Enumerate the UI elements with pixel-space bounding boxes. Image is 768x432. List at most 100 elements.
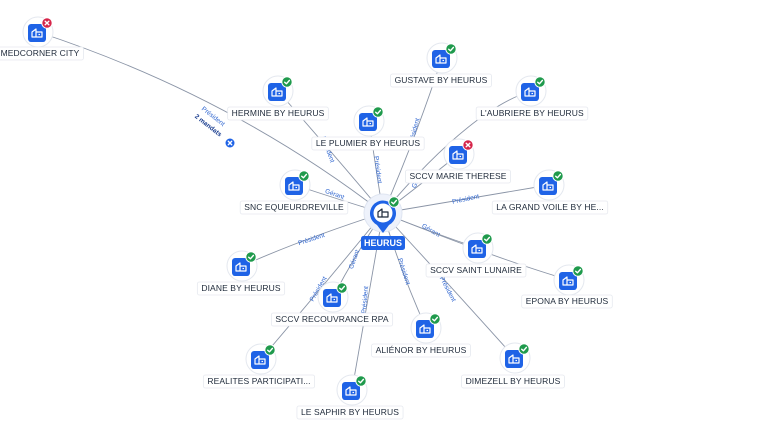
nodes-layer: MEDCORNER CITY GUSTAVE BY HEURUS HERMINE B…: [0, 16, 613, 420]
edge-line: [382, 90, 532, 214]
building-icon: [539, 177, 557, 195]
inactive-x-icon: [41, 17, 53, 29]
building-icon: [28, 24, 46, 42]
active-check-icon: [245, 251, 257, 263]
node-label[interactable]: LE PLUMIER BY HEURUS: [311, 136, 425, 151]
edge-label: Président: [297, 232, 325, 247]
node-gustave[interactable]: GUSTAVE BY HEURUS: [390, 42, 492, 88]
building-icon: [268, 83, 286, 101]
node-label[interactable]: LA GRAND VOILE BY HE...: [491, 200, 609, 215]
building-icon: [521, 83, 539, 101]
building-icon: [359, 113, 377, 131]
node-label-text: DIANE BY HEURUS: [201, 283, 281, 293]
node-label[interactable]: DIANE BY HEURUS: [196, 281, 286, 296]
edge-label: Président: [361, 286, 370, 314]
active-check-icon: [429, 313, 441, 325]
node-label[interactable]: SCCV SAINT LUNAIRE: [425, 263, 527, 278]
edge-label: Président: [452, 193, 481, 206]
node-label-text: REALITES PARTICIPATI...: [207, 376, 310, 386]
node-dimezell[interactable]: DIMEZELL BY HEURUS: [461, 342, 565, 389]
node-equeurdreville[interactable]: SNC EQUEURDREVILLE: [239, 169, 349, 215]
edge-label: Gérant: [420, 223, 441, 239]
node-label[interactable]: SNC EQUEURDREVILLE: [239, 200, 349, 215]
node-label-text: LE SAPHIR BY HEURUS: [301, 407, 399, 417]
edge-label: Gérant: [348, 249, 361, 270]
active-check-icon: [534, 76, 546, 88]
active-check-icon: [552, 170, 564, 182]
center-node[interactable]: HEURUS: [361, 193, 405, 250]
active-check-icon: [298, 170, 310, 182]
node-label-text: MEDCORNER CITY: [1, 48, 80, 58]
node-label[interactable]: SCCV RECOUVRANCE RPA: [270, 312, 394, 327]
edge-label: Gérant: [324, 188, 345, 201]
building-icon: [323, 289, 341, 307]
node-label-text: LA GRAND VOILE BY HE...: [496, 202, 604, 212]
node-label[interactable]: HERMINE BY HEURUS: [227, 106, 329, 121]
node-recouvrance[interactable]: SCCV RECOUVRANCE RPA: [270, 281, 394, 327]
node-saphir[interactable]: LE SAPHIR BY HEURUS: [296, 374, 404, 420]
node-label[interactable]: REALITES PARTICIPATI...: [202, 374, 316, 389]
center-label-text: HEURUS: [364, 238, 402, 248]
node-label-text: L'AUBRIERE BY HEURUS: [480, 108, 584, 118]
building-icon: [285, 177, 303, 195]
center-label[interactable]: HEURUS: [361, 236, 405, 250]
edge-label: Président: [396, 257, 411, 285]
edge-label: Président: [438, 276, 457, 304]
building-icon: [416, 320, 434, 338]
node-label[interactable]: DIMEZELL BY HEURUS: [461, 374, 565, 389]
building-icon: [251, 351, 269, 369]
node-diane[interactable]: DIANE BY HEURUS: [196, 250, 286, 296]
node-label-text: HERMINE BY HEURUS: [232, 108, 325, 118]
edge-saphir: Président: [351, 212, 384, 391]
node-epona[interactable]: EPONA BY HEURUS: [521, 264, 613, 309]
building-icon: [559, 272, 577, 290]
node-label[interactable]: EPONA BY HEURUS: [521, 294, 613, 309]
node-label-text: SCCV SAINT LUNAIRE: [430, 265, 522, 275]
active-check-icon: [388, 196, 400, 208]
node-label-text: ALIÉNOR BY HEURUS: [376, 345, 467, 355]
node-label-text: GUSTAVE BY HEURUS: [395, 75, 488, 85]
node-label-text: EPONA BY HEURUS: [526, 296, 609, 306]
node-label[interactable]: MEDCORNER CITY: [0, 46, 84, 61]
edge-laubriere: [382, 90, 532, 214]
edge-line: [382, 212, 516, 359]
node-lunaire[interactable]: SCCV SAINT LUNAIRE: [425, 232, 527, 278]
inactive-x-icon: [462, 139, 474, 151]
node-plumier[interactable]: LE PLUMIER BY HEURUS: [311, 105, 425, 151]
building-icon: [342, 382, 360, 400]
node-grandevoile[interactable]: LA GRAND VOILE BY HE...: [491, 169, 609, 215]
node-label[interactable]: SCCV MARIE THERESE: [405, 169, 511, 184]
node-label[interactable]: ALIÉNOR BY HEURUS: [371, 343, 471, 358]
active-check-icon: [264, 344, 276, 356]
active-check-icon: [372, 106, 384, 118]
building-icon: [505, 350, 523, 368]
building-icon: [232, 258, 250, 276]
node-alienor[interactable]: ALIÉNOR BY HEURUS: [371, 312, 471, 358]
edge-dimezell: Président: [382, 212, 516, 359]
node-label[interactable]: LE SAPHIR BY HEURUS: [296, 405, 404, 420]
node-laubriere[interactable]: L'AUBRIERE BY HEURUS: [475, 75, 589, 121]
node-label-text: SCCV MARIE THERESE: [409, 171, 506, 181]
node-medcorner[interactable]: MEDCORNER CITY: [0, 16, 84, 61]
active-check-icon: [481, 233, 493, 245]
building-icon: [432, 50, 450, 68]
node-hermine[interactable]: HERMINE BY HEURUS: [227, 75, 329, 121]
node-marie[interactable]: SCCV MARIE THERESE: [405, 138, 511, 184]
building-icon: [449, 146, 467, 164]
building-icon: [377, 208, 389, 218]
active-check-icon: [355, 375, 367, 387]
node-label-text: LE PLUMIER BY HEURUS: [316, 138, 421, 148]
node-label-text: DIMEZELL BY HEURUS: [466, 376, 561, 386]
collapse-mandates-button[interactable]: [225, 138, 235, 148]
building-icon: [468, 240, 486, 258]
node-label-text: SCCV RECOUVRANCE RPA: [275, 314, 389, 324]
node-realites[interactable]: REALITES PARTICIPATI...: [202, 343, 316, 389]
edge-line: [351, 212, 384, 391]
node-label-text: SNC EQUEURDREVILLE: [244, 202, 344, 212]
node-label[interactable]: L'AUBRIERE BY HEURUS: [475, 106, 589, 121]
active-check-icon: [281, 76, 293, 88]
node-label[interactable]: GUSTAVE BY HEURUS: [390, 73, 492, 88]
active-check-icon: [518, 343, 530, 355]
active-check-icon: [336, 282, 348, 294]
